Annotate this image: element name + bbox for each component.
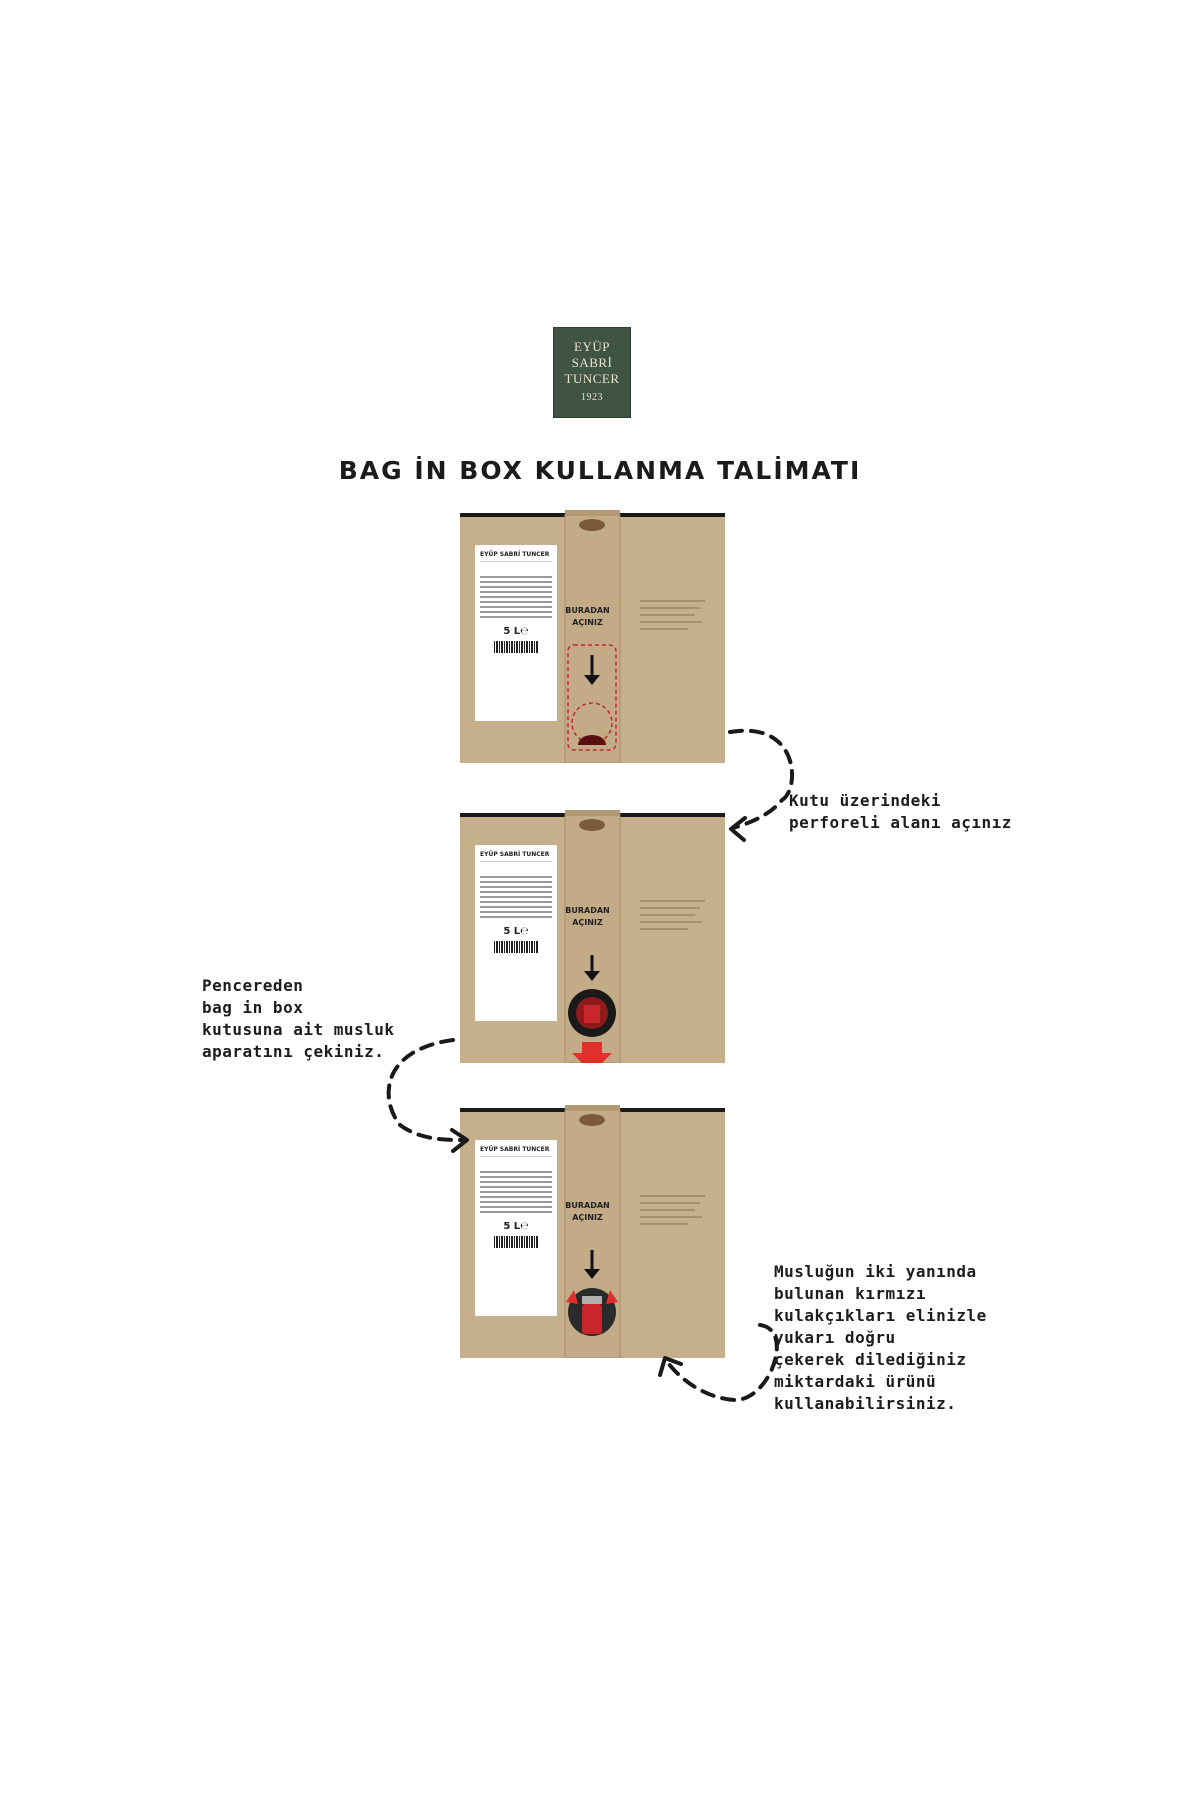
- barcode: [494, 941, 538, 953]
- instruction-step-1: Kutu üzerindeki perforeli alanı açınız: [789, 791, 1012, 832]
- product-label: EYÜP SABRİ TUNCER 5 L℮: [475, 845, 557, 1021]
- box-step-3: EYÜP SABRİ TUNCER 5 L℮ BURADAN AÇINIZ: [460, 1100, 725, 1358]
- box-step-2: EYÜP SABRİ TUNCER 5 L℮ BURADAN AÇINIZ: [460, 805, 725, 1063]
- open-here-text: BURADAN AÇINIZ: [565, 606, 610, 627]
- instruction-step-2: Pencereden bag in box kutusuna ait muslu…: [202, 976, 395, 1061]
- arrow-step-2-to-3: [386, 1038, 467, 1142]
- logo-line-2: SABRİ: [571, 355, 613, 370]
- box-step-1: EYÜP SABRİ TUNCER 5 L℮ BURADAN AÇINIZ: [460, 505, 725, 763]
- open-here-text: BURADAN AÇINIZ: [565, 906, 610, 927]
- barcode: [494, 1236, 538, 1248]
- label-brand: EYÜP SABRİ TUNCER: [480, 551, 552, 562]
- instruction-step-3: Musluğun iki yanında bulunan kırmızı kul…: [774, 1262, 987, 1413]
- logo-line-3: TUNCER: [564, 371, 620, 386]
- arrow-step-1-to-2: [728, 728, 794, 830]
- page-title: BAG İN BOX KULLANMA TALİMATI: [338, 456, 862, 485]
- label-volume: 5 L℮: [503, 626, 529, 637]
- logo-line-1: EYÜP: [574, 339, 610, 354]
- label-brand: EYÜP SABRİ TUNCER: [480, 1146, 552, 1157]
- label-volume: 5 L℮: [503, 1221, 529, 1232]
- product-label: EYÜP SABRİ TUNCER 5 L℮: [475, 545, 557, 721]
- label-text-lines: [480, 1171, 552, 1213]
- label-brand: EYÜP SABRİ TUNCER: [480, 851, 552, 862]
- product-label: EYÜP SABRİ TUNCER 5 L℮: [475, 1140, 557, 1316]
- brand-logo: EYÜP SABRİ TUNCER 1923: [553, 327, 631, 418]
- barcode: [494, 641, 538, 653]
- label-text-lines: [480, 576, 552, 618]
- logo-year: 1923: [581, 392, 603, 403]
- label-text-lines: [480, 876, 552, 918]
- open-here-text: BURADAN AÇINIZ: [565, 1201, 610, 1222]
- label-volume: 5 L℮: [503, 926, 529, 937]
